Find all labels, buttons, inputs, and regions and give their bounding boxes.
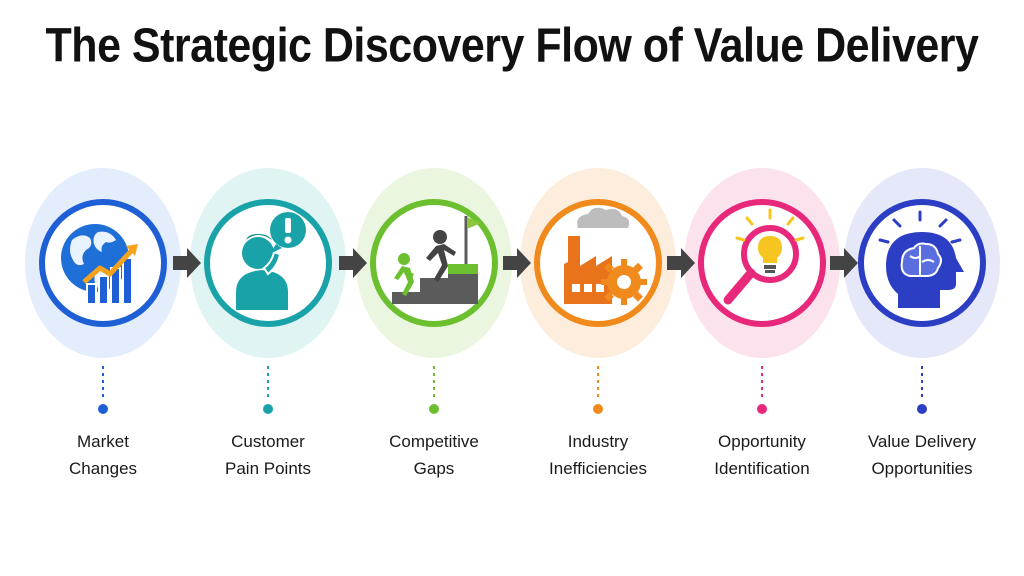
connector-dot-3 <box>429 404 439 414</box>
factory-gear-icon <box>564 207 647 305</box>
step-label-line2: Gaps <box>413 459 455 478</box>
step-label-line2: Opportunities <box>871 459 973 478</box>
step-label-opportunity-identification: Opportunity Identification <box>682 428 842 482</box>
connector-dot-6 <box>917 404 927 414</box>
step-label-industry-inefficiencies: Industry Inefficiencies <box>518 428 678 482</box>
arrow-5 <box>830 248 858 278</box>
arrow-4 <box>667 248 695 278</box>
climbing-stairs-icon <box>392 216 481 304</box>
step-label-line2: Identification <box>714 459 810 478</box>
brain-head-icon <box>878 210 964 308</box>
person-alert-icon <box>236 212 306 310</box>
connector-dot-2 <box>263 404 273 414</box>
step-label-line2: Changes <box>68 459 138 478</box>
arrow-1 <box>173 248 201 278</box>
arrow-3 <box>503 248 531 278</box>
globe-growth-icon <box>61 224 138 305</box>
step-label-line1: Competitive <box>389 432 479 451</box>
connector-dot-4 <box>593 404 603 414</box>
step-label-line1: Industry <box>567 432 629 451</box>
step-label-competitive-gaps: Competitive Gaps <box>354 428 514 482</box>
step-ring-3 <box>370 199 498 327</box>
step-label-customer-pain-points: Customer Pain Points <box>188 428 348 482</box>
step-label-line2: Pain Points <box>225 459 311 478</box>
arrow-2 <box>339 248 367 278</box>
connector-dot-5 <box>757 404 767 414</box>
step-label-line2: Inefficiencies <box>549 459 647 478</box>
step-label-line1: Market <box>77 432 129 451</box>
step-label-line1: Value Delivery <box>867 432 977 451</box>
step-label-market-changes: Market Changes <box>23 428 183 482</box>
step-label-line1: Customer <box>231 432 305 451</box>
step-label-line1: Opportunity <box>718 432 806 451</box>
connector-dot-1 <box>98 404 108 414</box>
magnifier-bulb-icon <box>723 208 805 305</box>
page-title: The Strategic Discovery Flow of Value De… <box>45 19 979 73</box>
step-label-value-delivery-opportunities: Value Delivery Opportunities <box>842 428 1002 482</box>
